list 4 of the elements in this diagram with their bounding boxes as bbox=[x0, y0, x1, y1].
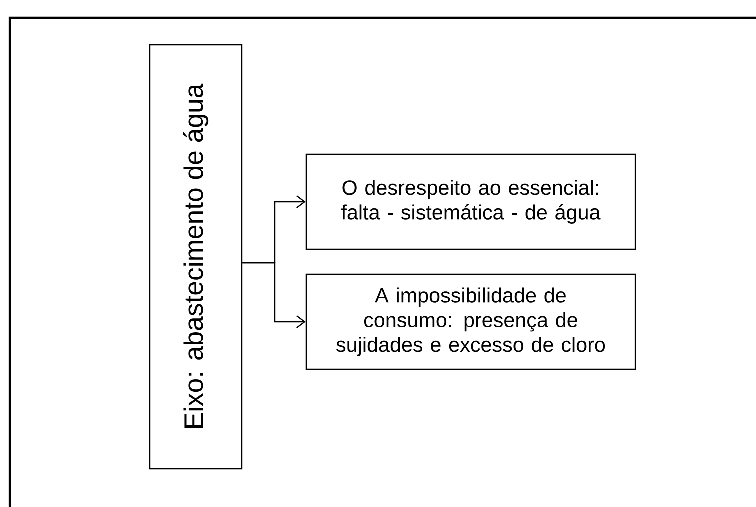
vertical-box: Eixo: abastecimento de água bbox=[149, 44, 243, 470]
arrow bbox=[242, 262, 306, 328]
text-box: O desrespeito ao essencial: falta - sistemática - de água bbox=[306, 154, 636, 250]
text-box: A impossibilidade de consumo: presença de sujidades e excesso de cloro bbox=[306, 274, 636, 370]
